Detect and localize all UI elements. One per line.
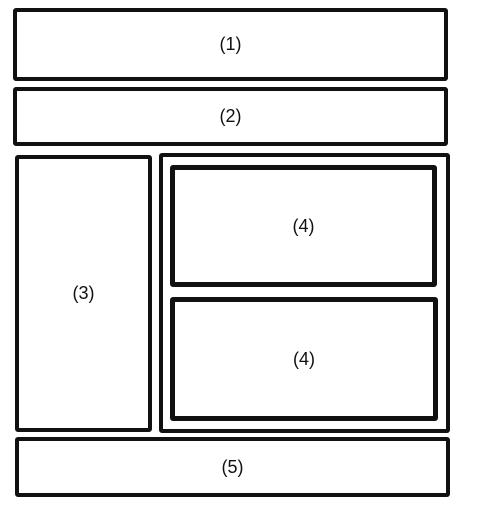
region-5-label: (5) xyxy=(221,456,244,477)
region-4-bottom-label: (4) xyxy=(293,348,315,369)
region-4-top-box: (4) xyxy=(170,165,437,287)
region-4-top-label: (4) xyxy=(292,215,315,236)
region-1-label: (1) xyxy=(219,34,242,54)
region-1-box: (1) xyxy=(13,8,448,81)
region-2-label: (2) xyxy=(219,106,242,126)
region-3-box: (3) xyxy=(15,155,152,432)
region-3-label: (3) xyxy=(72,283,95,303)
region-2-box: (2) xyxy=(13,87,448,146)
region-4-bottom-box: (4) xyxy=(170,297,438,421)
region-5-box: (5) xyxy=(15,437,450,497)
